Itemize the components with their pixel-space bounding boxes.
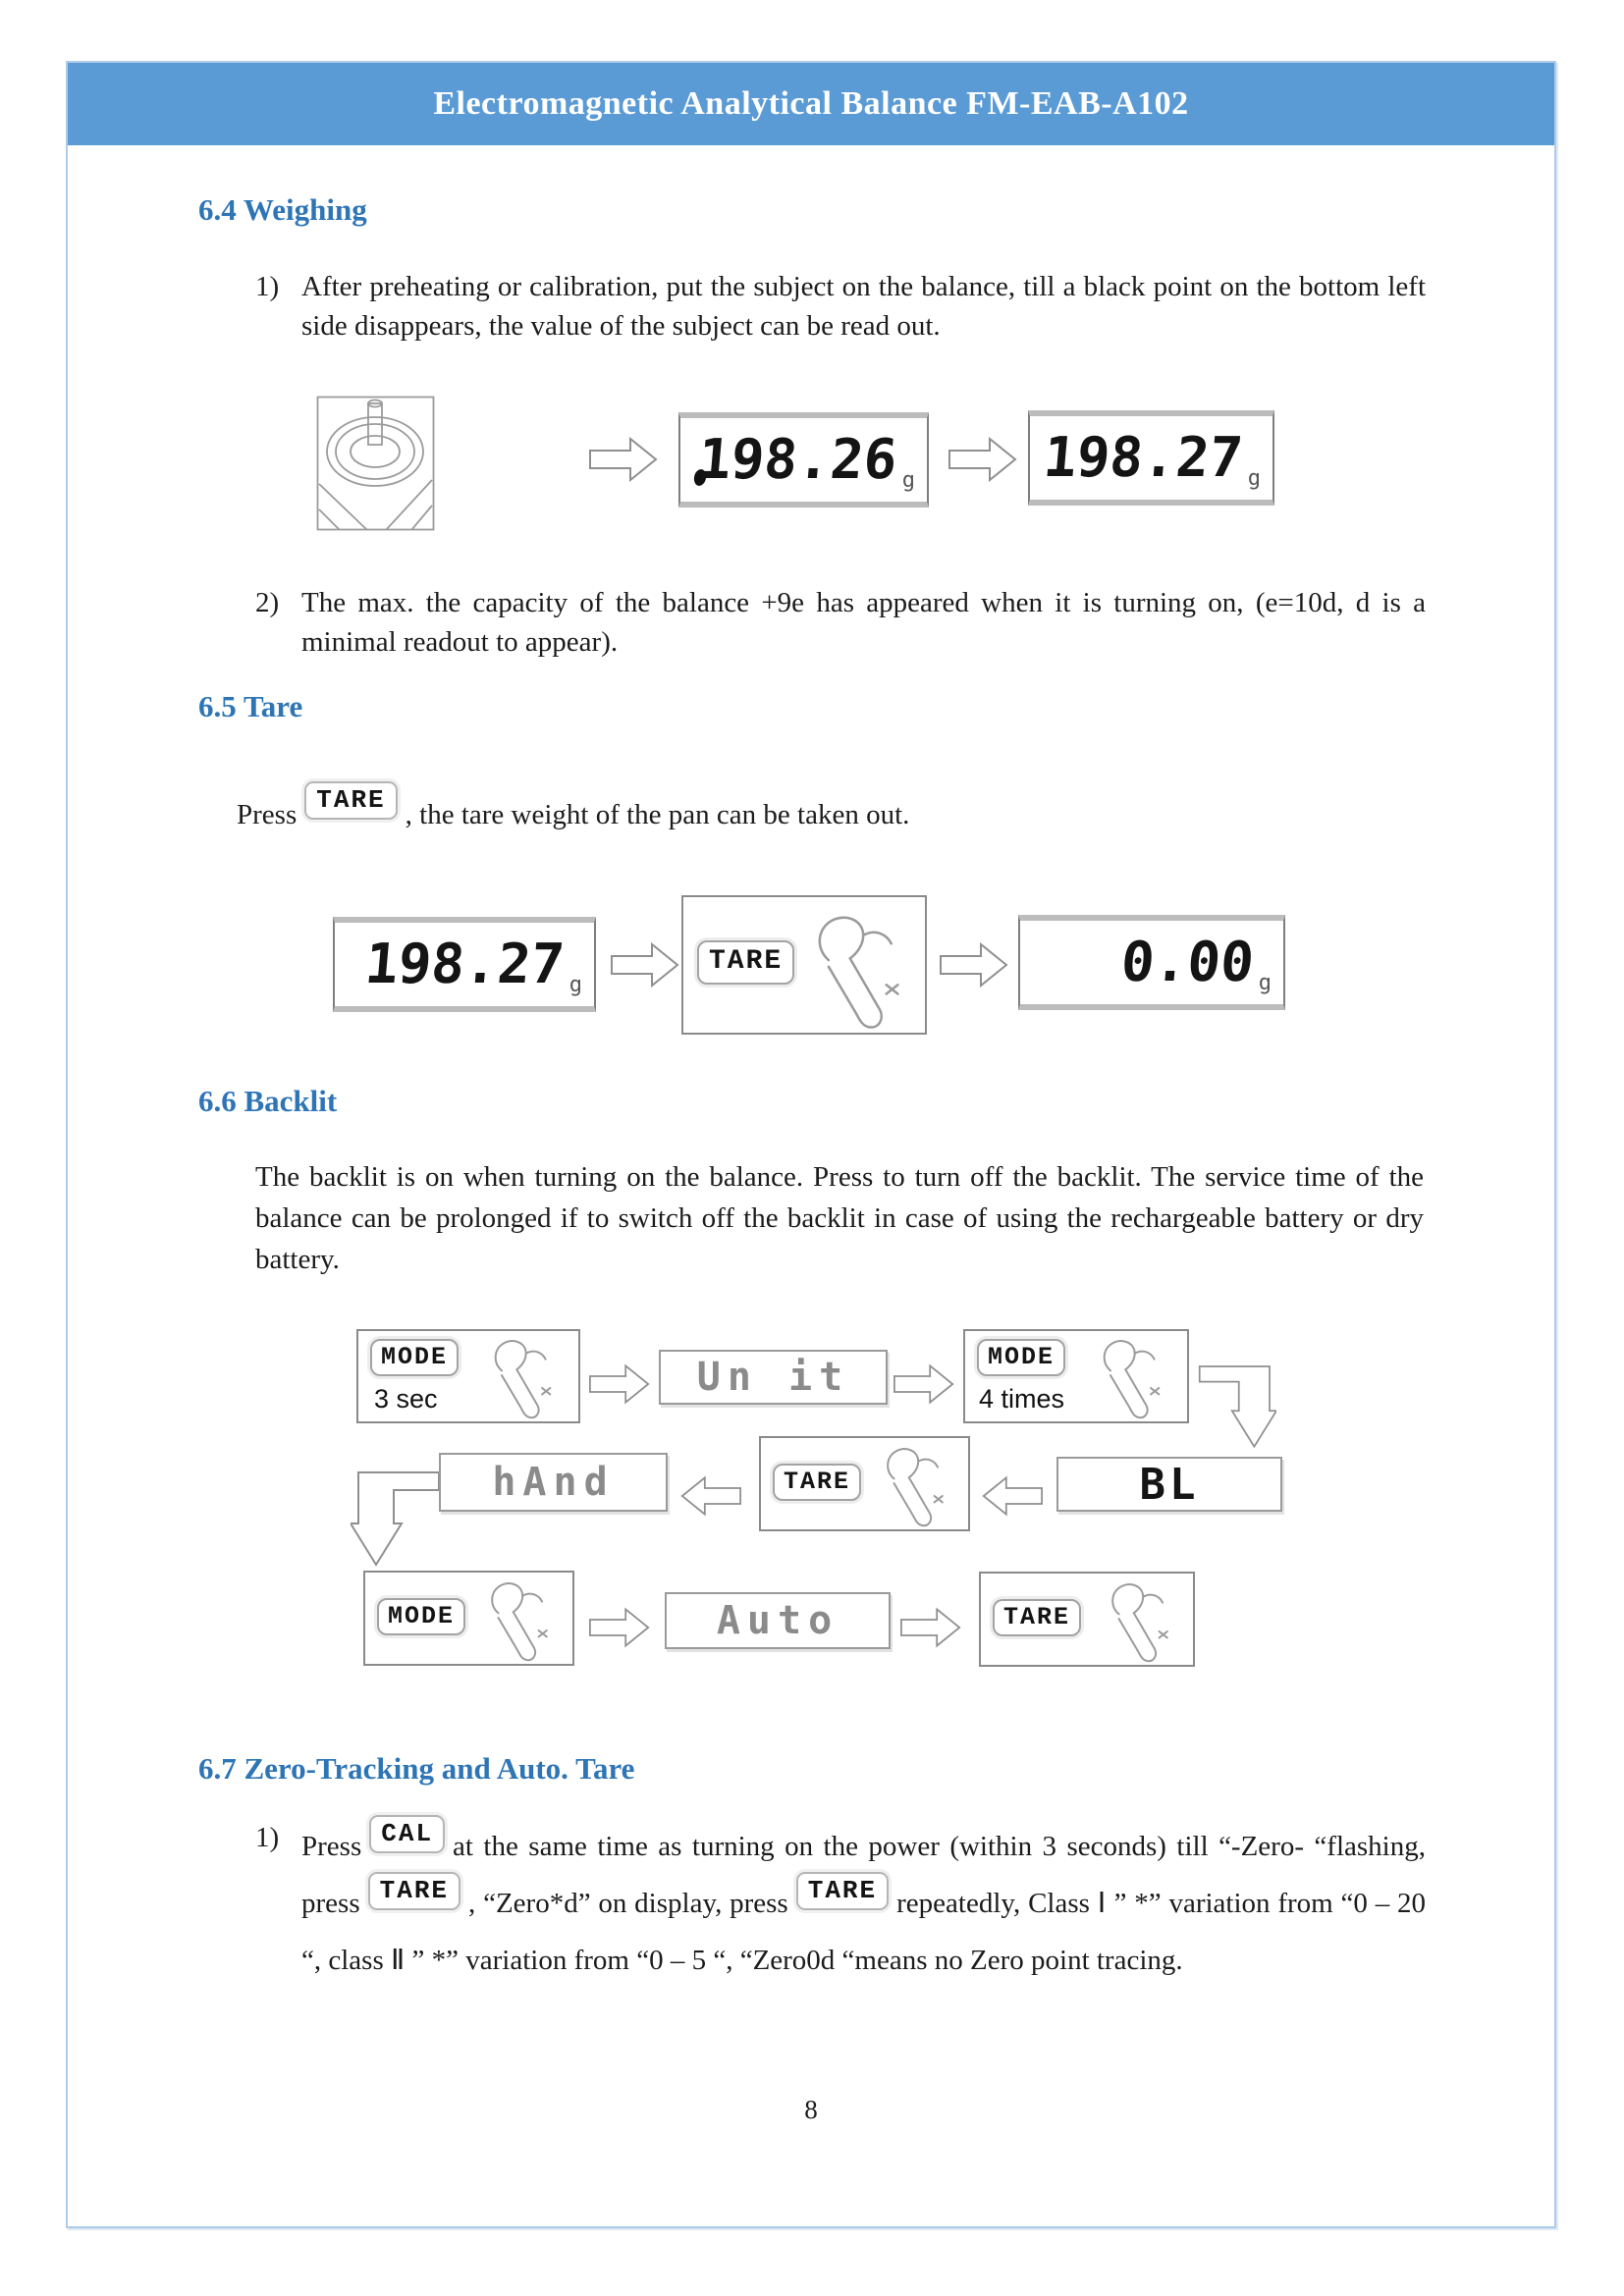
tare-press-box: TARE — [759, 1436, 970, 1531]
lcd-unit-gram: g — [568, 973, 582, 997]
mode-repeat-box: MODE 4 times — [963, 1329, 1189, 1423]
manual-page: Electromagnetic Analytical Balance FM-EA… — [66, 61, 1556, 2228]
lcd-value: BL — [1139, 1459, 1200, 1510]
press-text: Press — [237, 799, 298, 830]
lcd-unit-gram: g — [1247, 466, 1261, 491]
flow-arrow-left-icon — [680, 1475, 741, 1517]
press-text-rest: , the tare weight of the pan can be take… — [405, 799, 910, 830]
tare-button-image: TARE — [367, 1872, 461, 1910]
mode-press-box: MODE — [363, 1571, 574, 1666]
document-title: Electromagnetic Analytical Balance FM-EA… — [433, 85, 1189, 122]
backlit-flow-diagram: MODE 3 sec Un it MODE 4 times — [68, 1325, 1554, 1671]
tare-press-box: TARE — [681, 895, 927, 1035]
repeat-count-label: 4 times — [979, 1384, 1065, 1414]
text-segment: repeatedly, Class Ⅰ ” *” variation from … — [301, 1888, 1426, 1976]
flow-arrow-right-icon — [589, 1607, 650, 1648]
list-number: 2) — [255, 587, 280, 618]
lcd-display-stable: 198.27 g — [1028, 410, 1274, 506]
tare-button-image: TARE — [993, 1599, 1082, 1636]
finger-press-icon — [818, 916, 899, 1029]
flow-arrow-right-icon — [940, 942, 1008, 988]
mode-hold-box: MODE 3 sec — [356, 1329, 580, 1423]
hold-duration-label: 3 sec — [374, 1384, 438, 1414]
finger-press-icon — [1111, 1583, 1168, 1663]
lcd-value: hAnd — [492, 1460, 615, 1505]
cal-button-image: CAL — [369, 1815, 446, 1853]
tare-press-box: TARE — [979, 1572, 1195, 1667]
lcd-value: Un it — [696, 1355, 850, 1400]
list-number: 1) — [255, 271, 280, 302]
flow-arrow-turn-down-icon — [351, 1471, 440, 1567]
finger-press-icon — [1103, 1340, 1161, 1419]
lcd-display-unstable: 198.26 g — [678, 412, 929, 507]
flow-arrow-left-icon — [982, 1475, 1043, 1517]
balance-top-view-image — [316, 396, 435, 531]
tare-button-image: TARE — [795, 1872, 890, 1910]
tare-button-image: TARE — [697, 940, 795, 985]
list-item-text: After preheating or calibration, put the… — [301, 271, 1426, 342]
finger-press-icon — [887, 1448, 944, 1527]
list-item: 1) After preheating or calibration, put … — [255, 267, 1426, 346]
lcd-value: 198.26 — [695, 428, 900, 492]
flow-arrow-turn-down-icon — [1198, 1365, 1276, 1449]
text-segment: Press — [301, 1831, 362, 1862]
lcd-value: 198.27 — [1041, 426, 1246, 490]
flow-arrow-right-icon — [589, 437, 658, 482]
flow-arrow-right-icon — [893, 1363, 954, 1405]
flow-arrow-right-icon — [589, 1363, 650, 1405]
list-number: 1) — [255, 1822, 280, 1853]
lcd-display-unit: Un it — [659, 1350, 888, 1405]
text-segment: , “Zero*d” on display, press — [468, 1888, 788, 1919]
lcd-display-hand: hAnd — [439, 1453, 668, 1512]
section-heading-zero-tracking: 6.7 Zero-Tracking and Auto. Tare — [198, 1751, 635, 1786]
section-heading-backlit: 6.6 Backlit — [198, 1084, 338, 1118]
lcd-unit-gram: g — [1258, 971, 1272, 995]
tare-flow-diagram: 198.27 g TARE 0.00 g — [68, 891, 1554, 1039]
flow-arrow-right-icon — [900, 1607, 961, 1648]
mode-button-image: MODE — [370, 1339, 460, 1376]
document-header-bar: Electromagnetic Analytical Balance FM-EA… — [68, 63, 1554, 145]
tare-button-image: TARE — [773, 1464, 862, 1501]
lcd-display-backlit: BL — [1056, 1457, 1282, 1512]
weighing-flow-diagram: 198.26 g 198.27 g — [68, 393, 1554, 540]
tare-instruction-line: Press TARE , the tare weight of the pan … — [237, 760, 1554, 834]
finger-press-icon — [491, 1582, 548, 1662]
lcd-unit-gram: g — [901, 468, 915, 493]
list-item: 2) The max. the capacity of the balance … — [255, 583, 1426, 662]
tare-button-image: TARE — [304, 781, 398, 820]
finger-press-icon — [494, 1340, 552, 1419]
lcd-value: 0.00 — [1118, 931, 1257, 994]
section-heading-tare: 6.5 Tare — [198, 689, 303, 723]
lcd-display-before-tare: 198.27 g — [333, 917, 596, 1012]
mode-button-image: MODE — [377, 1598, 466, 1635]
lcd-display-auto: Auto — [665, 1592, 891, 1649]
mode-button-image: MODE — [977, 1339, 1066, 1376]
lcd-value: 198.27 — [362, 933, 568, 996]
lcd-value: Auto — [716, 1598, 839, 1643]
backlit-paragraph: The backlit is on when turning on the ba… — [255, 1161, 1424, 1275]
page-number: 8 — [804, 2095, 818, 2124]
flow-arrow-right-icon — [611, 942, 679, 988]
list-item-text: The max. the capacity of the balance +9e… — [301, 587, 1426, 658]
flow-arrow-right-icon — [948, 437, 1017, 482]
text-segment: at the same time as turning on the power… — [301, 1831, 1426, 1919]
section-heading-weighing: 6.4 Weighing — [198, 192, 367, 227]
lcd-display-after-tare: 0.00 g — [1018, 915, 1285, 1010]
